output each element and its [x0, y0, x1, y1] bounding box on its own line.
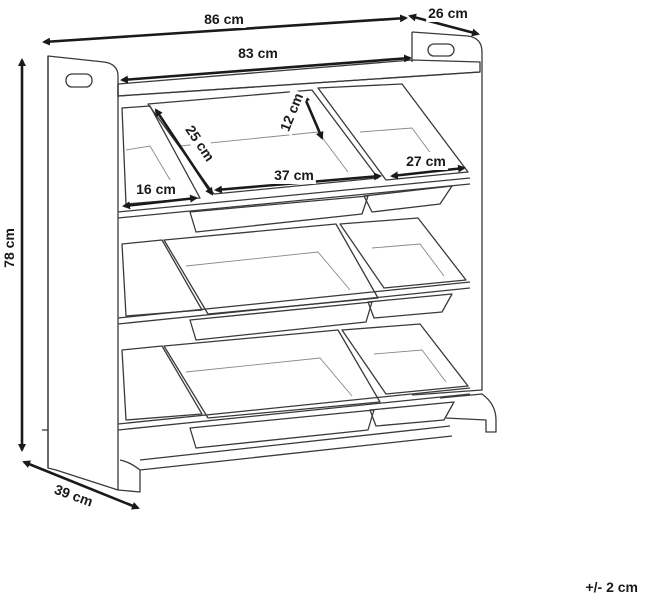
label-backing — [202, 10, 246, 28]
dimension-labels: 86 cm 26 cm 83 cm 12 cm 25 cm 37 cm 27 c… — [0, 4, 470, 512]
label-backing — [50, 479, 98, 512]
bin-row-3 — [121, 323, 469, 449]
base-depth-label: 39 cm — [52, 481, 95, 510]
label-backing — [236, 44, 280, 62]
left-handle-cutout — [65, 73, 93, 88]
depth-top-label: 26 cm — [428, 5, 468, 21]
width-inner-label: 83 cm — [238, 45, 278, 61]
dimension-arrows — [18, 13, 480, 510]
tolerance-note: +/- 2 cm — [585, 579, 638, 595]
bin-width-label: 37 cm — [274, 167, 314, 183]
label-backing — [180, 120, 220, 167]
bin-height-label: 12 cm — [277, 91, 307, 134]
bin-front-height-label: 16 cm — [136, 181, 176, 197]
label-backing — [404, 152, 448, 170]
bin-row-2 — [121, 217, 467, 341]
right-handle-cutout — [427, 43, 455, 57]
label-backing — [426, 4, 470, 22]
small-bin-width-label: 27 cm — [406, 153, 446, 169]
label-backing — [134, 180, 178, 198]
label-backing — [0, 226, 18, 270]
height-total-label: 78 cm — [1, 228, 17, 268]
label-backing — [272, 166, 316, 184]
label-backing — [274, 88, 308, 136]
shelf-unit — [42, 31, 497, 493]
width-total-label: 86 cm — [204, 11, 244, 27]
